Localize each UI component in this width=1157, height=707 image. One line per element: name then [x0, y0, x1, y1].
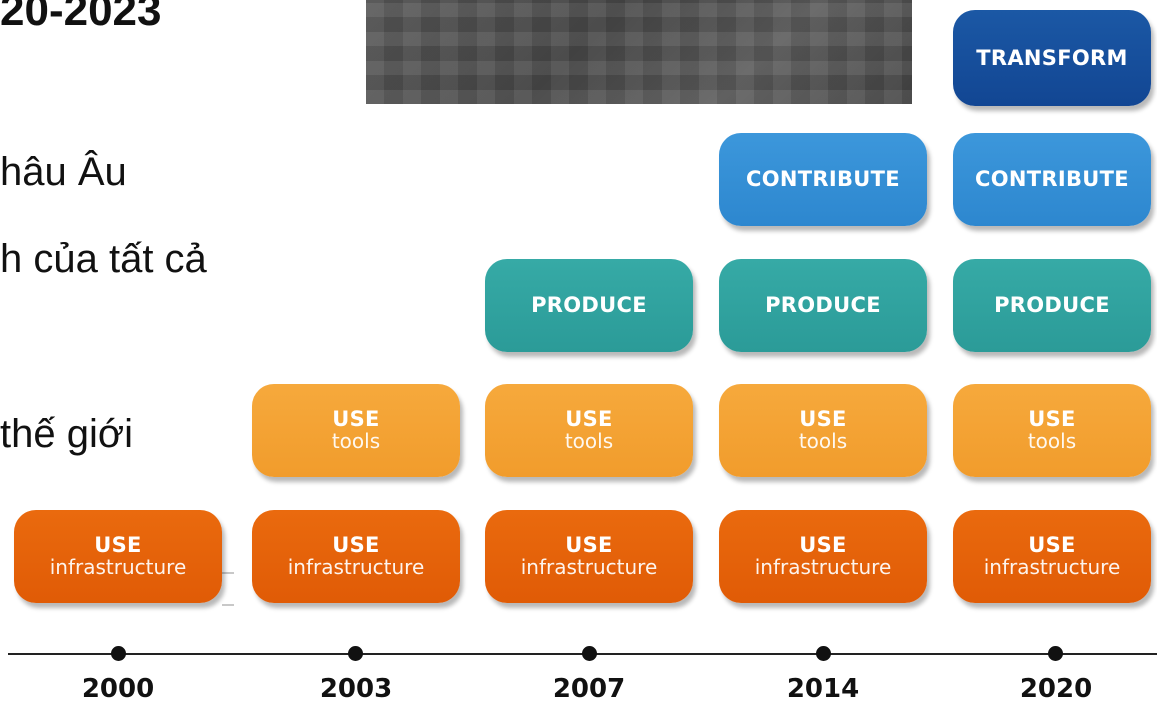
box-2014-use-tools: USE tools [719, 384, 927, 477]
body-text-line-3: thế giới [0, 412, 133, 456]
box-sub-label: tools [798, 429, 848, 454]
body-text-line-2: h của tất cả [0, 237, 207, 281]
box-sub-label: infrastructure [49, 555, 187, 580]
box-main-label: USE [332, 407, 380, 432]
box-main-label: USE [799, 533, 847, 558]
faded-marker [222, 572, 234, 606]
box-main-label: CONTRIBUTE [746, 167, 900, 192]
box-main-label: TRANSFORM [976, 45, 1128, 70]
box-sub-label: tools [1027, 429, 1077, 454]
box-2003-use-tools: USE tools [252, 384, 460, 477]
timeline-dot-2003 [348, 646, 363, 661]
timeline-dot-2014 [816, 646, 831, 661]
box-main-label: USE [94, 533, 142, 558]
box-2020-produce: PRODUCE [953, 259, 1151, 352]
box-main-label: USE [1028, 407, 1076, 432]
box-main-label: USE [565, 407, 613, 432]
box-2000-use-infrastructure: USE infrastructure [14, 510, 222, 603]
box-2020-transform: TRANSFORM [953, 10, 1151, 106]
box-main-label: USE [1028, 533, 1076, 558]
year-label-2014: 2014 [786, 674, 860, 704]
box-2014-use-infrastructure: USE infrastructure [719, 510, 927, 603]
timeline-dot-2007 [582, 646, 597, 661]
box-2007-use-infrastructure: USE infrastructure [485, 510, 693, 603]
box-sub-label: infrastructure [287, 555, 425, 580]
header-photo [366, 0, 912, 104]
year-label-2000: 2000 [81, 674, 155, 704]
box-sub-label: infrastructure [520, 555, 658, 580]
box-main-label: PRODUCE [531, 293, 647, 318]
box-sub-label: infrastructure [983, 555, 1121, 580]
box-main-label: USE [799, 407, 847, 432]
year-label-2020: 2020 [1019, 674, 1093, 704]
box-2020-contribute: CONTRIBUTE [953, 133, 1151, 226]
box-2014-contribute: CONTRIBUTE [719, 133, 927, 226]
box-main-label: PRODUCE [765, 293, 881, 318]
box-2007-produce: PRODUCE [485, 259, 693, 352]
box-main-label: USE [332, 533, 380, 558]
box-sub-label: infrastructure [754, 555, 892, 580]
box-main-label: USE [565, 533, 613, 558]
box-2014-produce: PRODUCE [719, 259, 927, 352]
body-text-line-1: hâu Âu [0, 150, 127, 194]
timeline-dot-2000 [111, 646, 126, 661]
box-sub-label: tools [564, 429, 614, 454]
box-main-label: CONTRIBUTE [975, 167, 1129, 192]
box-2003-use-infrastructure: USE infrastructure [252, 510, 460, 603]
box-2020-use-tools: USE tools [953, 384, 1151, 477]
year-label-2007: 2007 [552, 674, 626, 704]
box-sub-label: tools [331, 429, 381, 454]
box-2007-use-tools: USE tools [485, 384, 693, 477]
box-2020-use-infrastructure: USE infrastructure [953, 510, 1151, 603]
timeline-dot-2020 [1048, 646, 1063, 661]
box-main-label: PRODUCE [994, 293, 1110, 318]
slide-title: 20-2023 [0, 0, 162, 35]
year-label-2003: 2003 [319, 674, 393, 704]
